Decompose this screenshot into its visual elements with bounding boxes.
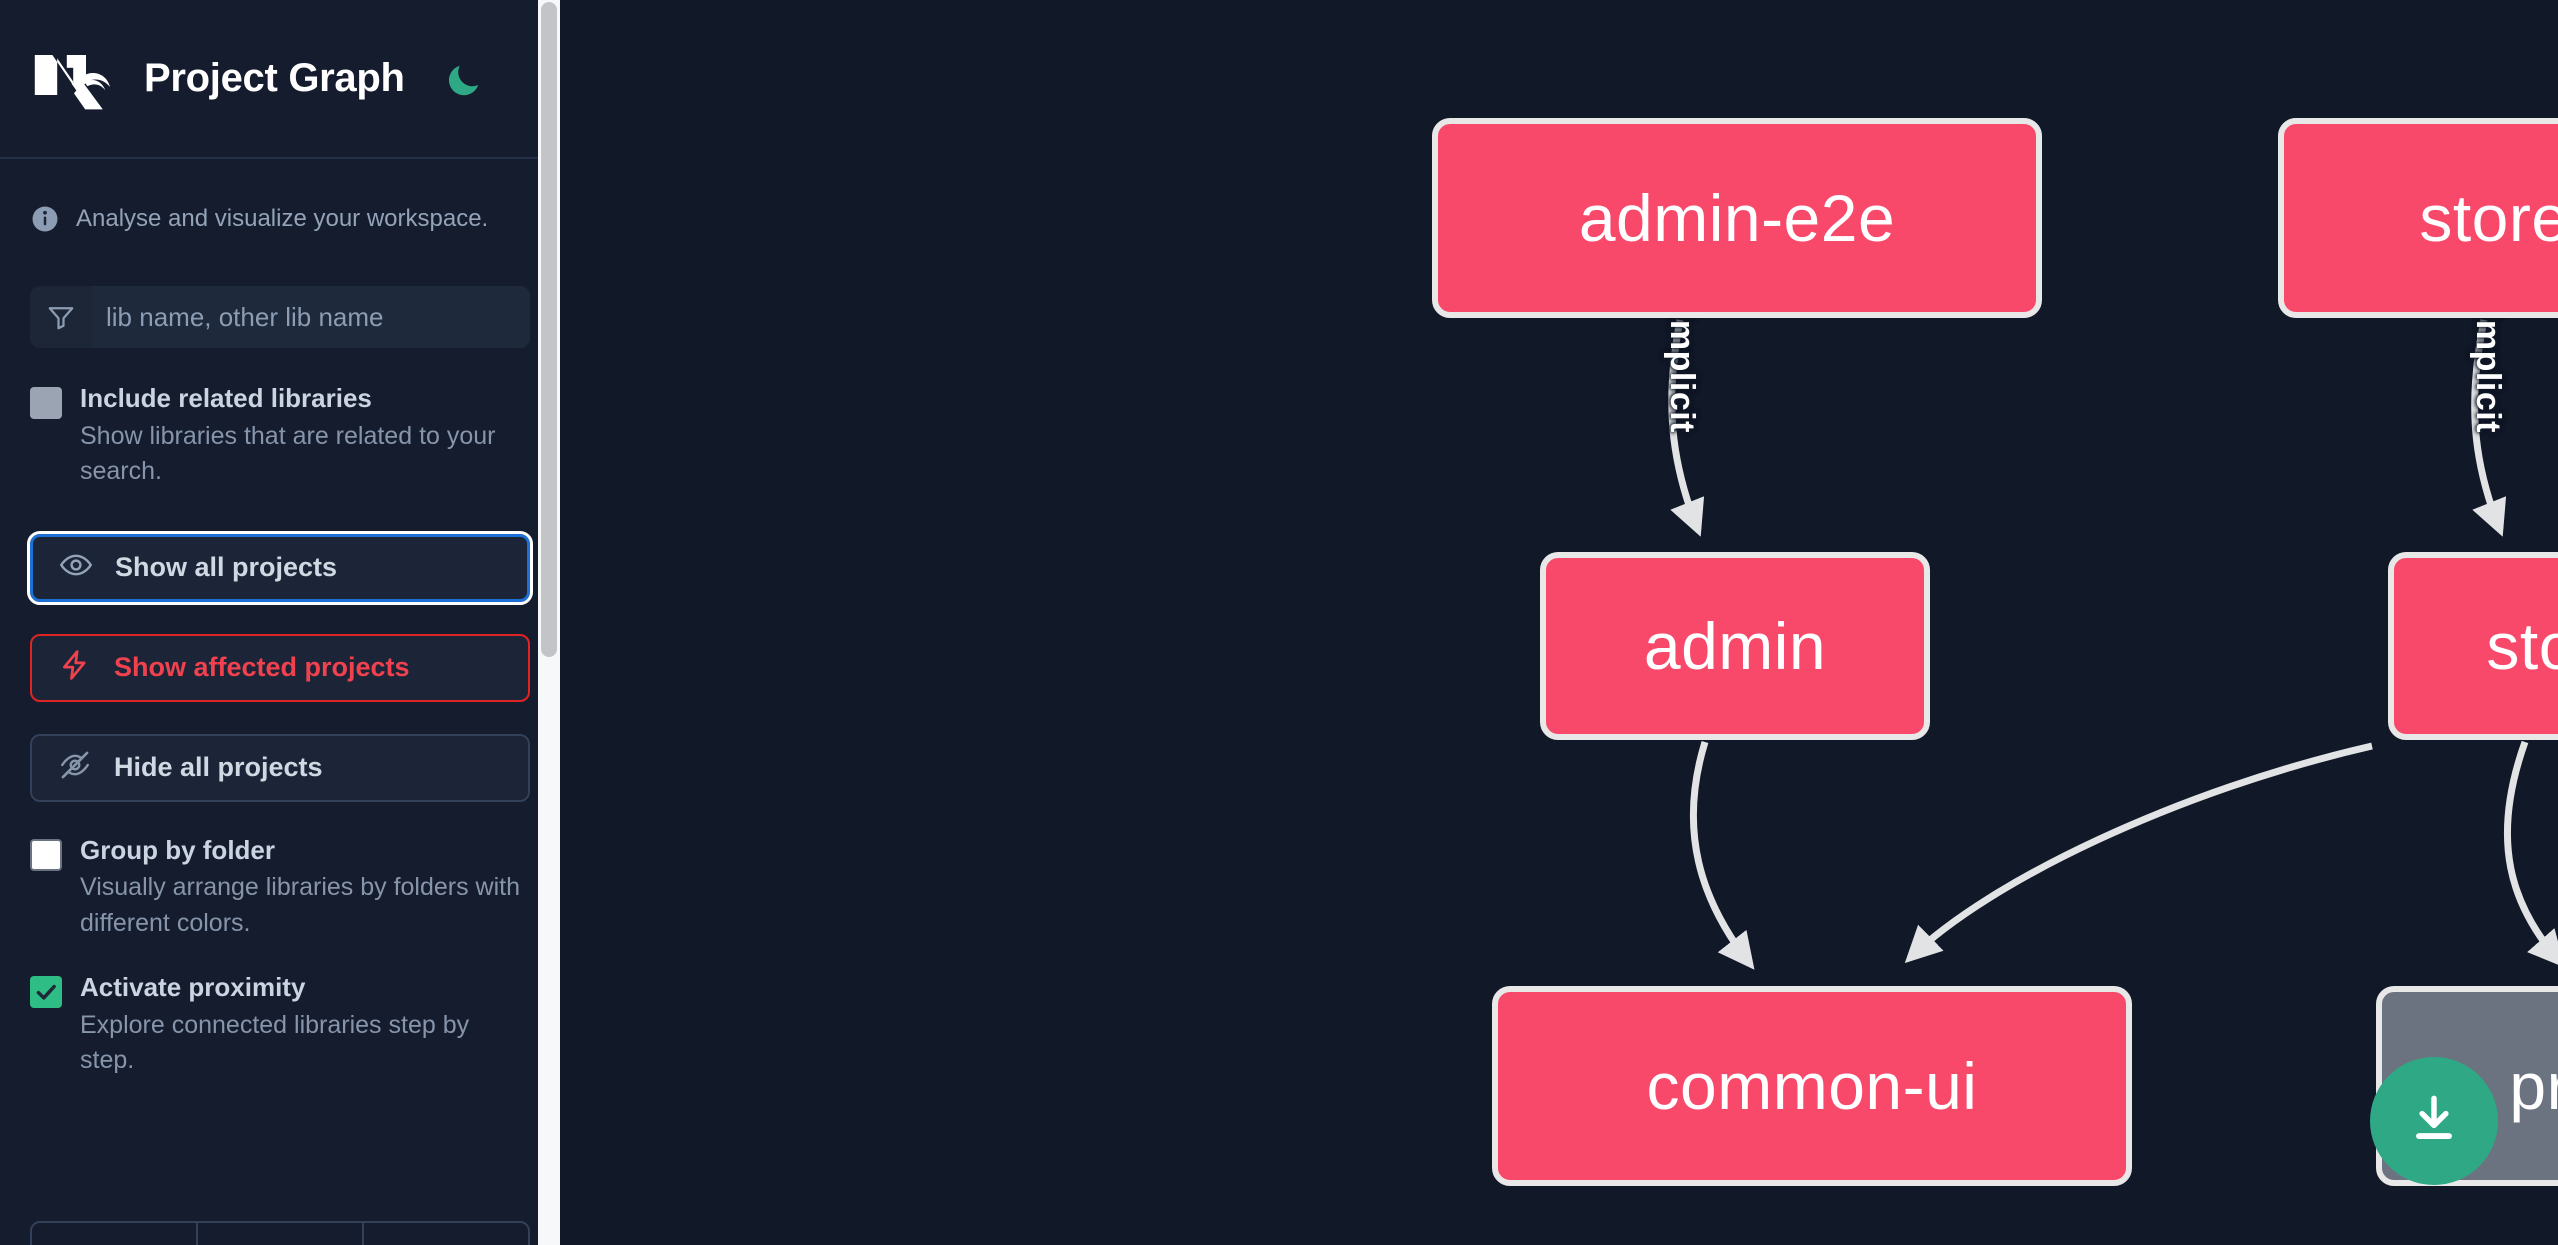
sidebar-scrollbar[interactable] <box>538 0 560 1245</box>
graph-node-store[interactable]: store <box>2388 552 2558 740</box>
segment-1[interactable] <box>32 1223 198 1245</box>
eye-off-icon <box>58 748 92 787</box>
tagline: Analyse and visualize your workspace. <box>30 203 530 234</box>
lightning-icon <box>58 648 92 687</box>
graph-node-admin-e2e[interactable]: admin-e2e <box>1432 118 2042 318</box>
graph-node-common-ui[interactable]: common-ui <box>1492 986 2132 1186</box>
checkbox-include-related-libraries[interactable]: Include related libraries Show libraries… <box>30 382 530 490</box>
edge-store-common-ui <box>1904 742 2373 964</box>
hide-all-projects-button[interactable]: Hide all projects <box>30 733 530 802</box>
checkbox-label: Group by folder <box>80 834 275 865</box>
checkbox-box[interactable] <box>30 387 62 420</box>
checkbox-description: Show libraries that are related to your … <box>80 421 496 486</box>
checkbox-activate-proximity[interactable]: Activate proximity Explore connected lib… <box>30 971 530 1079</box>
checkbox-box[interactable] <box>30 838 62 871</box>
graph-node-store-e2e[interactable]: store-e2e <box>2278 118 2558 318</box>
button-label: Show affected projects <box>114 652 410 683</box>
graph-canvas[interactable]: implicit implicit admin-e2e store-e2e ad… <box>560 0 2558 1245</box>
page-title: Project Graph <box>144 56 405 100</box>
checkbox-label: Activate proximity <box>80 972 306 1003</box>
info-circle-icon <box>30 204 60 234</box>
sidebar-header: Project Graph <box>0 0 560 159</box>
button-label: Show all projects <box>115 552 338 583</box>
edge-store-products <box>2504 740 2558 968</box>
segment-2[interactable] <box>198 1223 364 1245</box>
checkbox-group-by-folder[interactable]: Group by folder Visually arrange librari… <box>30 834 530 942</box>
edge-label-implicit-store: implicit <box>2469 309 2508 434</box>
download-button[interactable] <box>2370 1057 2498 1185</box>
funnel-filter-icon <box>30 286 92 349</box>
show-affected-projects-button[interactable]: Show affected projects <box>30 633 530 702</box>
sidebar-scrollbar-thumb[interactable] <box>541 2 557 657</box>
tagline-text: Analyse and visualize your workspace. <box>76 205 489 232</box>
checkbox-box[interactable] <box>30 976 62 1009</box>
download-icon <box>2403 1088 2465 1155</box>
moon-icon[interactable] <box>441 56 487 102</box>
search-input[interactable] <box>92 286 530 349</box>
edge-label-implicit-admin: implicit <box>1663 309 1702 434</box>
checkbox-label: Include related libraries <box>80 383 372 414</box>
eye-icon <box>59 548 93 587</box>
show-all-projects-button[interactable]: Show all projects <box>27 530 533 605</box>
button-label: Hide all projects <box>114 752 323 783</box>
graph-node-admin[interactable]: admin <box>1540 552 1930 740</box>
filter-bar <box>30 286 530 349</box>
check-icon <box>36 985 56 1000</box>
sidebar: Project Graph Analyse and visualize your… <box>0 0 560 1245</box>
checkbox-description: Explore connected libraries step by step… <box>80 1010 470 1075</box>
segment-3[interactable] <box>364 1223 528 1245</box>
sidebar-body: Analyse and visualize your workspace. In… <box>0 203 560 1245</box>
segmented-control-partial[interactable] <box>30 1221 530 1245</box>
checkbox-description: Visually arrange libraries by folders wi… <box>80 873 521 937</box>
edge-admin-common-ui <box>1689 740 1755 970</box>
project-action-buttons: Show all projects Show affected projects <box>27 530 533 802</box>
nx-logo-icon <box>30 47 126 111</box>
